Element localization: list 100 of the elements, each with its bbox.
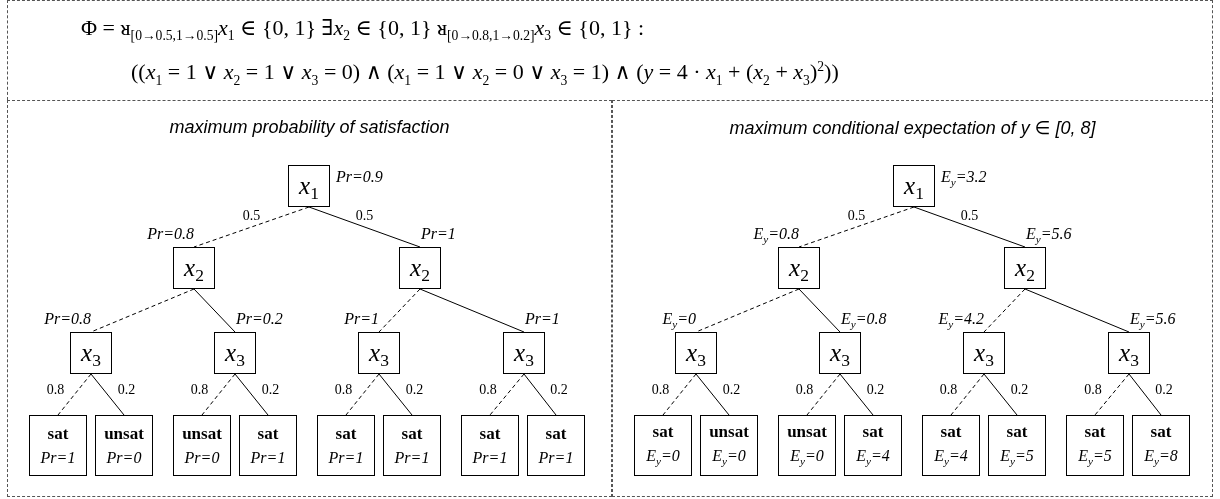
edge-label: 0.8 [650,382,671,397]
value-label: E$_{y}$=0 [646,448,680,468]
annotation-label: E$_{y}$=5.6 [1130,311,1176,331]
value-label: E$_{y}$=5 [1078,448,1112,468]
outcome-label: sat [1084,423,1106,441]
annotation-label: E$_{y}$=0.8 [841,311,887,331]
tree-edge [193,206,310,248]
tree-edge [1094,373,1130,416]
edge-label: 0.2 [404,382,425,397]
outcome-label: sat [1006,423,1028,441]
variable-box: x$_{3}$ [819,332,861,374]
annotation-label: E$_{y}$=0.8 [753,226,799,246]
value-label: Pr=0 [106,450,142,466]
leaf-box [95,415,153,476]
value-label: Pr=1 [472,450,508,466]
edge-label: 0.2 [721,382,742,397]
leaf-box [461,415,519,476]
tree-edge [90,373,125,416]
variable-box: x$_{2}$ [778,247,820,289]
variable-box: x$_{3}$ [70,332,112,374]
tree-edge [983,288,1026,333]
leaf-box [29,415,87,476]
tree-edge [806,373,841,416]
value-label: Pr=0 [184,450,220,466]
annotation-label: Pr=0.8 [147,226,194,242]
annotation-label: Pr=0.2 [236,311,283,327]
tree-edge [378,373,413,416]
variable-box: x$_{1}$ [288,165,330,207]
tree-edge [913,206,1026,248]
tree-edge [798,206,915,248]
edge-label: 0.2 [1009,382,1030,397]
tree-edge [523,373,557,416]
outcome-label: sat [545,425,567,442]
tree-edge [1024,288,1130,333]
value-label: Pr=1 [394,450,430,466]
value-label: Pr=1 [40,450,76,466]
value-label: Pr=1 [538,450,574,466]
variable-box: x$_{2}$ [1004,247,1046,289]
value-label: E$_{y}$=0 [712,448,746,468]
leaf-box [700,415,758,476]
leaf-box [634,415,692,476]
edge-label: 0.8 [794,382,815,397]
tree-edge [57,373,92,416]
outcome-label: sat [401,425,423,442]
outcome-label: sat [1150,423,1172,441]
edge-label: 0.2 [1154,382,1174,397]
outcome-label: unsat [787,423,827,441]
annotation-label: Pr=0.8 [44,311,91,327]
formula-line: ((x$_{1}$ = 1 ∨ x$_{2}$ = 1 ∨ x$_{3}$ = 0) ∧ (x$_{1}$ = 1 ∨ x$_{2}$ = 0 ∨ x$_{3}$ = 1) ∧ (y = 4 · x$_{1}$ + (x$_{2}$ + x$_{3}$)$^{2}$)) [131,59,839,90]
edge-label: 0.5 [241,209,262,223]
edge-label: 0.2 [260,382,281,397]
leaf-box [1066,415,1124,476]
tree-edge [234,373,269,416]
value-label: E$_{y}$=4 [934,448,968,468]
tree-edge [308,206,421,248]
tree-edge [695,373,730,416]
tree-edge [378,288,421,333]
variable-box: x$_{2}$ [173,247,215,289]
tree-edge [662,373,697,416]
edge-label: 0.5 [959,209,980,223]
annotation-label: Pr=0.9 [336,169,383,185]
tree-panel [612,100,1213,497]
tree-edge [201,373,236,416]
annotation-label: E$_{y}$=0 [662,311,696,331]
variable-box: x$_{3}$ [675,332,717,374]
variable-box: x$_{3}$ [214,332,256,374]
annotation-label: Pr=1 [421,226,456,242]
annotation-label: E$_{y}$=4.2 [938,311,984,331]
variable-box: x$_{3}$ [1108,332,1150,374]
leaf-box [778,415,836,476]
formula-line: Φ = ᴚ$_{[0→0.5,1→0.5]}$x$_{1}$ ∈ {0, 1} ∃x$_{2}$ ∈ {0, 1} ᴚ$_{[0→0.8,1→0.2]}$x$_{3}$ ∈ {0, 1} : [81,15,645,45]
outcome-label: sat [940,423,962,441]
annotation-label: Pr=1 [344,311,379,327]
tree-edge [419,288,525,333]
outcome-label: unsat [709,423,749,441]
tree-edge [193,288,236,333]
outcome-label: sat [862,423,884,441]
edge-label: 0.8 [1083,382,1103,397]
leaf-box [988,415,1046,476]
leaf-box [844,415,902,476]
tree-edge [1128,373,1162,416]
tree-panel [7,100,612,497]
edge-label: 0.2 [549,382,569,397]
variable-box: x$_{3}$ [963,332,1005,374]
edge-label: 0.5 [846,209,867,223]
variable-box: x$_{2}$ [399,247,441,289]
value-label: Pr=1 [250,450,286,466]
tree-edge [950,373,985,416]
leaf-box [922,415,980,476]
outcome-label: unsat [182,425,222,442]
edge-label: 0.8 [45,382,66,397]
outcome-label: sat [47,425,69,442]
tree-edge [839,373,874,416]
edge-label: 0.8 [189,382,210,397]
variable-box: x$_{3}$ [358,332,400,374]
variable-box: x$_{3}$ [503,332,545,374]
outcome-label: unsat [104,425,144,442]
tree-edge [798,288,841,333]
tree-edge [983,373,1018,416]
outcome-label: sat [479,425,501,442]
